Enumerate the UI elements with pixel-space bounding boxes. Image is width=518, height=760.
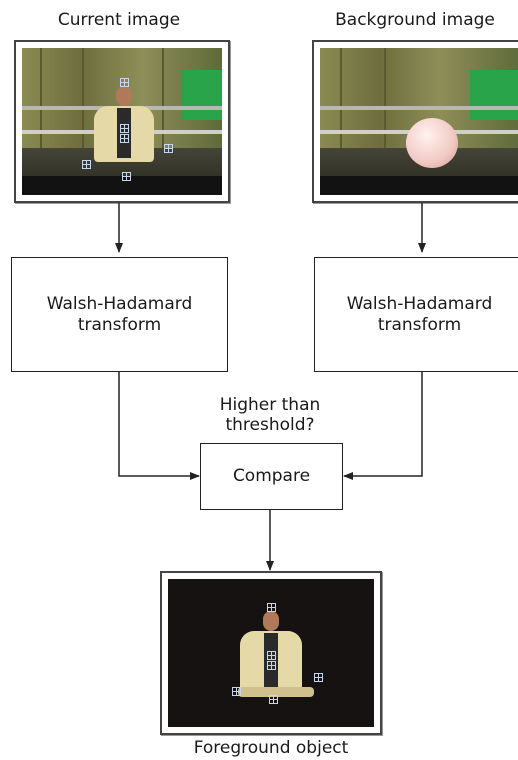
wht-right-line-1: Walsh-Hadamard <box>346 293 493 314</box>
wht-box-right: Walsh-Hadamard transform <box>314 257 518 372</box>
background-image-label: Background image <box>335 10 495 30</box>
compare-label: Compare <box>232 466 311 486</box>
foreground-object-frame <box>160 571 382 735</box>
background-image-photo <box>320 48 518 195</box>
threshold-question-line-2: threshold? <box>225 415 315 435</box>
wht-left-line-1: Walsh-Hadamard <box>46 293 193 314</box>
current-image-photo <box>22 48 222 195</box>
foreground-object-label: Foreground object <box>193 738 349 758</box>
compare-box: Compare <box>200 443 343 510</box>
foreground-object-photo <box>168 579 374 727</box>
threshold-question: Higher than threshold? <box>190 395 350 435</box>
wht-box-left: Walsh-Hadamard transform <box>11 257 228 372</box>
current-image-frame <box>14 40 230 203</box>
background-image-frame <box>312 40 518 203</box>
wht-left-line-2: transform <box>77 314 162 335</box>
arrow-wht-left-to-compare <box>118 372 200 480</box>
arrow-wht-right-to-compare <box>343 372 423 480</box>
threshold-question-line-1: Higher than <box>219 395 321 415</box>
wht-right-line-2: transform <box>377 314 462 335</box>
current-image-label: Current image <box>57 10 181 30</box>
